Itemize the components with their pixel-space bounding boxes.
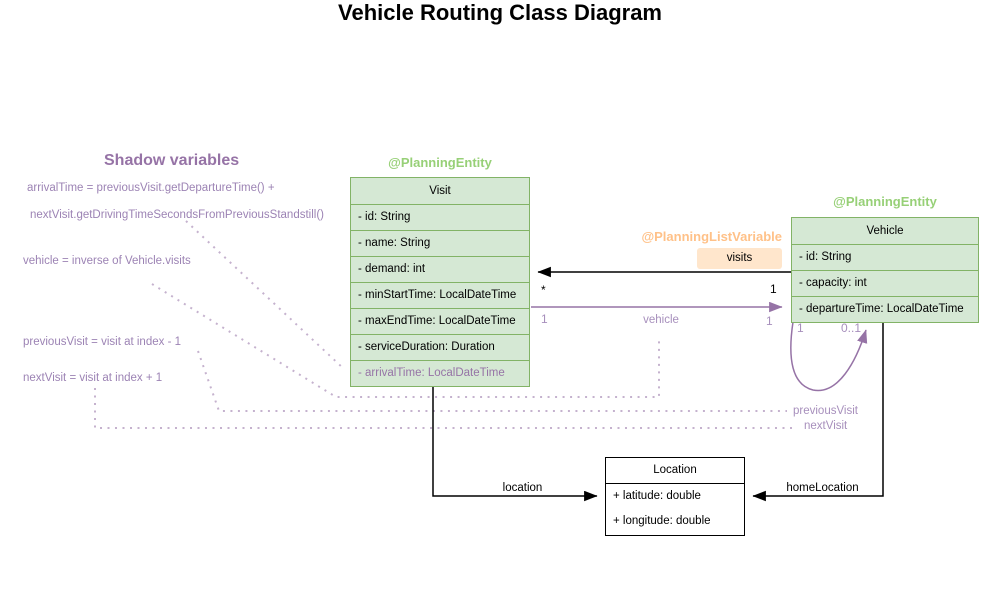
vehicle-edge-label: vehicle: [643, 314, 679, 326]
visit-class-title: Visit: [429, 185, 451, 197]
visits-multiplicity-source: 1: [770, 282, 777, 296]
vehicle-field-departuretime: - departureTime: LocalDateTime: [792, 296, 978, 322]
vehicle-class-box: Vehicle - id: String - capacity: int - d…: [791, 217, 979, 323]
visit-field-demand: - demand: int: [351, 256, 529, 282]
shadow-previousvisit-line: previousVisit = visit at index - 1: [23, 336, 181, 348]
vehicle-class-title: Vehicle: [866, 225, 904, 237]
self-loop-multiplicity-left: 1: [797, 321, 804, 335]
vehicle-field-id: - id: String: [792, 244, 978, 270]
vehicle-multiplicity-right: 1: [766, 314, 773, 328]
dotted-arrivaltime-link: [185, 220, 345, 370]
vehicle-planning-entity-annotation: @PlanningEntity: [833, 194, 937, 209]
vehicle-field-capacity: - capacity: int: [792, 270, 978, 296]
visit-field-serviceduration: - serviceDuration: Duration: [351, 334, 529, 360]
visit-class-box: Visit - id: String - name: String - dema…: [350, 177, 530, 387]
location-field-longitude: + longitude: double: [613, 515, 711, 527]
shadow-arrivaltime-line1: arrivalTime = previousVisit.getDeparture…: [27, 182, 275, 194]
visit-field-name: - name: String: [351, 230, 529, 256]
planning-list-variable-annotation: @PlanningListVariable: [641, 229, 782, 244]
visit-field-maxendtime: - maxEndTime: LocalDateTime: [351, 308, 529, 334]
previous-visit-label: previousVisit: [793, 405, 858, 417]
vehicle-multiplicity-left: 1: [541, 312, 548, 326]
shadow-variables-heading: Shadow variables: [104, 152, 240, 169]
visits-edge-label: visits: [697, 248, 782, 269]
dotted-nextvisit-link: [94, 388, 795, 429]
location-arrow: [432, 387, 598, 502]
diagram-title: Vehicle Routing Class Diagram: [338, 0, 662, 25]
visit-field-minstarttime: - minStartTime: LocalDateTime: [351, 282, 529, 308]
shadow-arrivaltime-line2: nextVisit.getDrivingTimeSecondsFromPrevi…: [30, 209, 324, 221]
visit-planning-entity-annotation: @PlanningEntity: [388, 155, 492, 170]
shadow-vehicle-line: vehicle = inverse of Vehicle.visits: [23, 255, 191, 267]
location-class-box: Location + latitude: double + longitude:…: [605, 457, 745, 536]
location-class-title: Location: [653, 464, 697, 476]
visit-field-id: - id: String: [351, 204, 529, 230]
next-visit-label: nextVisit: [804, 420, 848, 432]
shadow-nextvisit-line: nextVisit = visit at index + 1: [23, 372, 163, 384]
visits-multiplicity-target: *: [541, 283, 546, 297]
visit-field-arrivaltime: - arrivalTime: LocalDateTime: [351, 360, 529, 386]
home-location-edge-label: homeLocation: [786, 482, 859, 494]
location-field-latitude: + latitude: double: [606, 483, 744, 509]
location-edge-label: location: [502, 482, 543, 494]
self-loop-multiplicity-right: 0..1: [841, 321, 862, 335]
